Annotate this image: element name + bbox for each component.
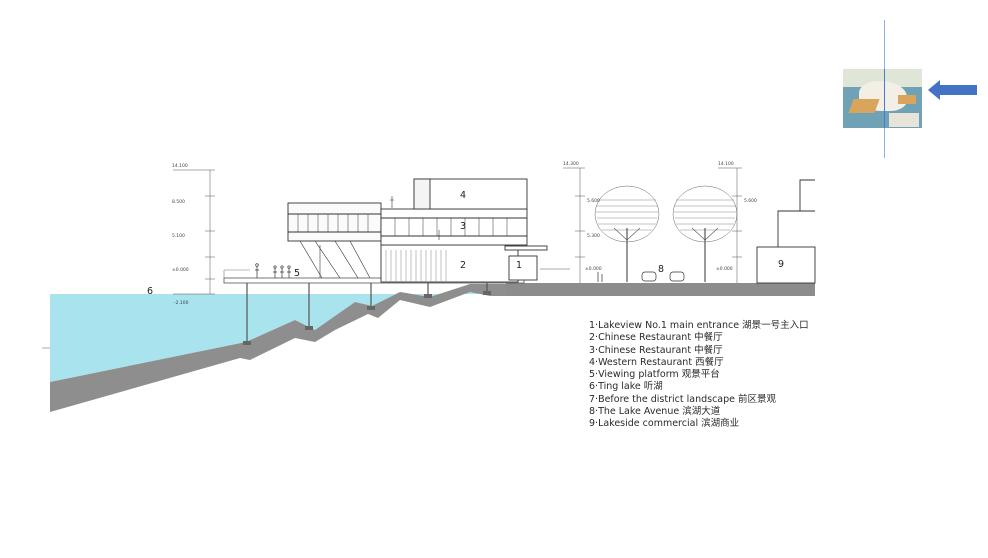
elevation-mark: -2.100	[174, 301, 189, 306]
legend-item: 9·Lakeside commercial 滨湖商业	[589, 418, 740, 430]
label-6: 6	[147, 286, 154, 297]
legend-item: 5·Viewing platform 观景平台	[589, 369, 720, 381]
legend-item: 8·The Lake Avenue 滨湖大道	[589, 406, 721, 418]
street-trees	[594, 185, 738, 282]
avenue-vehicles	[597, 271, 685, 282]
elevation-mark: 14.300	[563, 162, 579, 167]
lakeside-commercial-building	[756, 179, 816, 284]
elevation-mark: 8.500	[172, 200, 185, 205]
street-ground	[506, 283, 815, 295]
label-9: 9	[778, 259, 785, 270]
legend-item: 7·Before the district landscape 前区景观	[589, 393, 777, 405]
label-4: 4	[460, 190, 467, 201]
elevation-mark: ±0.000	[585, 267, 602, 272]
key-plan-thumbnail	[843, 69, 922, 128]
restaurant-building	[287, 178, 548, 283]
elevation-mark: 14.100	[172, 164, 188, 169]
elevation-mark: 5.100	[172, 234, 185, 239]
legend-item: 3·Chinese Restaurant 中餐厅	[589, 344, 723, 356]
arrow-left-icon	[928, 80, 977, 100]
label-5: 5	[294, 268, 301, 279]
elevation-mark: 14.100	[718, 162, 734, 167]
legend-item: 1·Lakeview No.1 main entrance 湖景一号主入口	[589, 320, 809, 331]
legend-item: 4·Western Restaurant 西餐厅	[589, 356, 724, 368]
dimension-lines	[42, 167, 742, 349]
label-1: 1	[516, 260, 523, 271]
elevation-mark: ±0.000	[716, 267, 733, 272]
elevation-mark: 5.600	[744, 199, 757, 204]
legend-item: 2·Chinese Restaurant 中餐厅	[589, 332, 723, 344]
legend-item: 6·Ting lake 听湖	[589, 381, 663, 393]
lake-water	[50, 290, 507, 382]
label-8: 8	[658, 264, 665, 275]
piles	[246, 283, 488, 343]
elevation-mark: ±0.000	[172, 268, 189, 273]
people	[255, 263, 291, 278]
label-3: 3	[460, 221, 467, 232]
elevation-mark: 5.300	[587, 234, 600, 239]
elevation-mark: 5.600	[587, 199, 600, 204]
legend: 1·Lakeview No.1 main entrance 湖景一号主入口 2·…	[589, 320, 809, 431]
label-2: 2	[460, 260, 467, 271]
